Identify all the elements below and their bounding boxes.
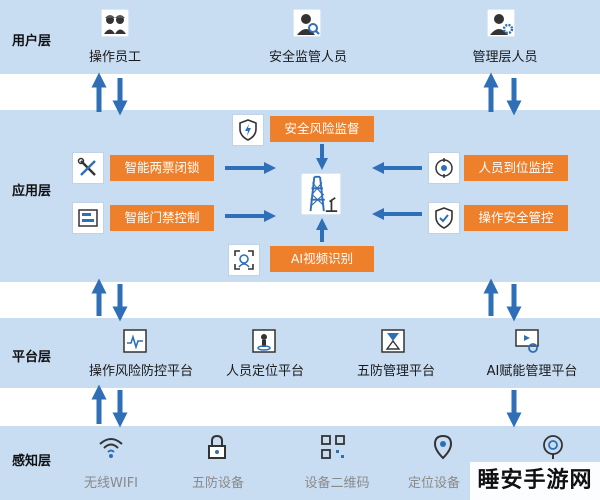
ai-video-box: AI视频识别	[270, 246, 374, 272]
ai-platform-label: AI赋能管理平台	[486, 364, 578, 379]
person-pin-icon	[247, 324, 281, 358]
location-target-icon	[428, 152, 460, 184]
face-scan-icon	[228, 244, 260, 276]
wifi-icon	[94, 430, 128, 464]
smart-ticket-lock-box: 智能两票闭锁	[110, 155, 214, 181]
application-layer-label: 应用层	[12, 184, 52, 199]
platform-layer-band	[0, 318, 600, 388]
manager-label: 管理层人员	[472, 50, 538, 65]
smart-access-box: 智能门禁控制	[110, 205, 214, 231]
positioning-device-label: 定位设备	[408, 476, 461, 491]
user-layer-label: 用户层	[12, 34, 52, 49]
operator-label: 操作员工	[88, 50, 141, 65]
sensing-layer-label: 感知层	[12, 454, 52, 469]
five-prevention-device-label: 五防设备	[191, 476, 244, 491]
access-panel-icon	[72, 202, 104, 234]
qr-code-icon	[316, 430, 350, 464]
positioning-platform-label: 人员定位平台	[225, 364, 304, 379]
risk-monitor-box: 安全风险监督	[270, 116, 374, 142]
power-tower-icon	[300, 172, 342, 216]
shield-bolt-icon	[232, 114, 264, 146]
personnel-monitor-box: 人员到位监控	[464, 155, 568, 181]
risk-control-platform-label: 操作风险防控平台	[88, 364, 193, 379]
tools-icon	[72, 152, 104, 184]
hourglass-frame-icon	[376, 324, 410, 358]
manager-icon	[484, 6, 518, 40]
site-watermark: 睡安手游网	[470, 462, 600, 500]
padlock-icon	[200, 430, 234, 464]
wifi-label: 无线WIFI	[84, 476, 138, 491]
supervisor-icon	[290, 6, 324, 40]
platform-layer-label: 平台层	[12, 350, 52, 365]
risk-monitor-chart-icon	[118, 324, 152, 358]
camera-lens-icon	[536, 430, 570, 464]
ai-camera-icon	[510, 324, 544, 358]
five-prevention-platform-label: 五防管理平台	[356, 364, 435, 379]
qr-device-label: 设备二维码	[304, 476, 370, 491]
safety-supervisor-label: 安全监管人员	[268, 50, 347, 65]
shield-check-icon	[428, 202, 460, 234]
operation-safety-box: 操作安全管控	[464, 205, 568, 231]
workers-icon	[98, 6, 132, 40]
map-pin-icon	[426, 430, 460, 464]
